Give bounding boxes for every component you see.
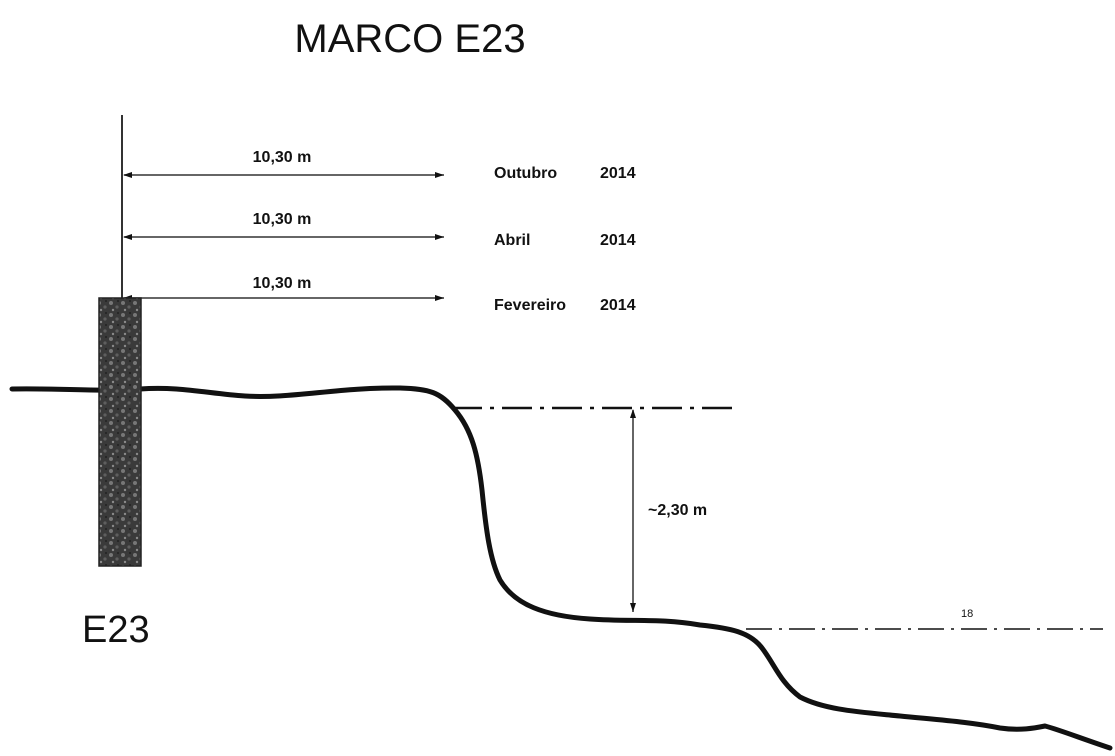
year-label: 2014 bbox=[600, 165, 636, 182]
diagram-title: MARCO E23 bbox=[294, 17, 525, 61]
measurement-outubro: 10,30 m Outubro 2014 bbox=[123, 149, 636, 182]
year-label: 2014 bbox=[600, 232, 636, 249]
measurement-fevereiro: 10,30 m Fevereiro 2014 bbox=[123, 275, 636, 314]
month-label: Abril bbox=[494, 232, 530, 249]
marco-post bbox=[98, 297, 142, 567]
month-label: Fevereiro bbox=[494, 297, 566, 314]
month-label: Outubro bbox=[494, 165, 557, 182]
right-marker-label: 18 bbox=[961, 608, 973, 620]
measurement-abril: 10,30 m Abril 2014 bbox=[123, 211, 636, 249]
distance-label: 10,30 m bbox=[253, 149, 312, 166]
height-label: ~2,30 m bbox=[648, 502, 707, 519]
distance-label: 10,30 m bbox=[253, 275, 312, 292]
distance-label: 10,30 m bbox=[253, 211, 312, 228]
year-label: 2014 bbox=[600, 297, 636, 314]
post-label: E23 bbox=[82, 609, 150, 651]
terrain-profile bbox=[9, 385, 1113, 751]
